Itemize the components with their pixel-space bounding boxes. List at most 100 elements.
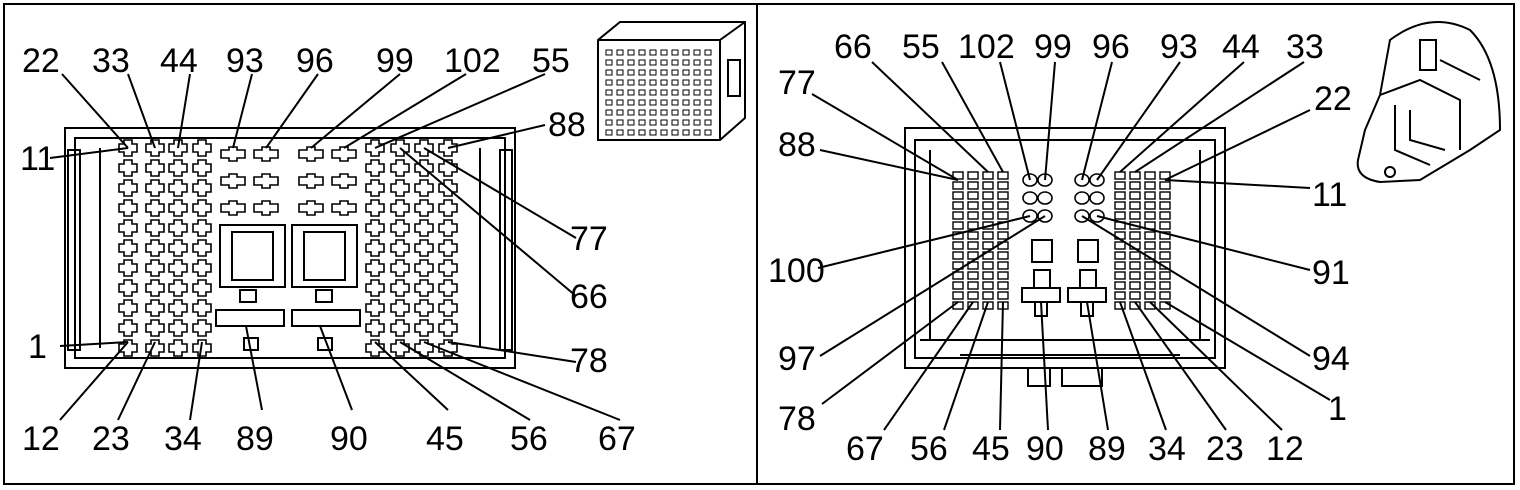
pin-cavity <box>1114 271 1126 280</box>
right-connector-thumbnail <box>1356 21 1502 184</box>
leader-line <box>1040 301 1049 431</box>
leader-line <box>117 341 156 421</box>
thumbnail-cavity <box>627 59 635 66</box>
left-right-label: 78 <box>570 342 608 380</box>
pin-cavity <box>997 231 1009 240</box>
pin-cavity <box>1159 271 1171 280</box>
pin-cavity <box>982 271 994 280</box>
leader-line <box>1149 301 1283 431</box>
pin-cavity <box>952 241 964 250</box>
thumbnail-cavity <box>627 69 635 76</box>
pin-cavity <box>1144 291 1156 300</box>
pin-cavity <box>982 211 994 220</box>
thumbnail-cavity <box>671 59 679 66</box>
thumbnail-cavity <box>638 99 646 106</box>
pin-cavity <box>1159 281 1171 290</box>
thumbnail-cavity <box>682 59 690 66</box>
pin-cavity <box>952 251 964 260</box>
leader-line <box>999 301 1004 431</box>
pin-cavity <box>1144 211 1156 220</box>
pin-cavity <box>220 146 246 162</box>
right-left-label: 100 <box>768 252 825 290</box>
leader-line <box>1096 215 1311 271</box>
leader-line <box>1081 215 1311 357</box>
thumbnail-cavity <box>649 89 657 96</box>
pin-cavity <box>1129 271 1141 280</box>
pin-cavity <box>365 279 385 297</box>
thumbnail-cavity <box>649 109 657 116</box>
pin-cavity <box>192 319 212 337</box>
right-bottom-label: 67 <box>846 430 884 468</box>
pin-cavity <box>192 179 212 197</box>
right-left-label: 88 <box>778 126 816 164</box>
pin-cavity <box>997 201 1009 210</box>
right-bottom-label: 90 <box>1026 430 1064 468</box>
pin-cavity <box>952 211 964 220</box>
pin-cavity <box>365 299 385 317</box>
pin-cavity <box>331 200 357 216</box>
thumbnail-cavity <box>660 89 668 96</box>
right-top-label: 44 <box>1222 28 1260 66</box>
thumbnail-cavity <box>638 109 646 116</box>
pin-cavity <box>192 199 212 217</box>
thumbnail-cavity <box>693 59 701 66</box>
thumbnail-cavity <box>660 119 668 126</box>
leader-line <box>399 341 531 421</box>
thumbnail-cavity <box>605 69 613 76</box>
thumbnail-cavity <box>671 129 679 136</box>
leader-line <box>821 301 959 405</box>
pin-cavity <box>982 231 994 240</box>
pin-cavity <box>997 291 1009 300</box>
pin-cavity <box>967 211 979 220</box>
pin-cavity <box>1114 191 1126 200</box>
left-bottom-label: 45 <box>426 420 464 458</box>
pin-cavity <box>414 279 434 297</box>
pin-cavity <box>1129 261 1141 270</box>
thumbnail-cavity <box>605 99 613 106</box>
pin-cavity <box>1129 251 1141 260</box>
leader-line <box>49 147 129 159</box>
pin-cavity <box>118 279 138 297</box>
pin-cavity <box>168 239 188 257</box>
right-bottom-label: 23 <box>1206 430 1244 468</box>
pin-cavity <box>997 281 1009 290</box>
pin-cavity <box>365 259 385 277</box>
pin-cavity <box>982 241 994 250</box>
right-bottom-label: 56 <box>910 430 948 468</box>
pin-cavity <box>967 201 979 210</box>
thumbnail-cavity <box>660 109 668 116</box>
left-bottom-label: 90 <box>330 420 368 458</box>
thumbnail-cavity <box>627 119 635 126</box>
pin-cavity <box>118 339 138 357</box>
pin-cavity <box>1129 231 1141 240</box>
pin-cavity <box>952 281 964 290</box>
pin-cavity <box>118 319 138 337</box>
pin-cavity <box>1114 281 1126 290</box>
thumbnail-cavity <box>638 89 646 96</box>
thumbnail-cavity <box>616 129 624 136</box>
pin-cavity <box>390 319 410 337</box>
pin-cavity <box>298 200 324 216</box>
leader-line <box>374 73 546 149</box>
thumbnail-cavity <box>693 99 701 106</box>
pin-cavity <box>331 146 357 162</box>
pin-cavity <box>168 199 188 217</box>
leader-line <box>127 73 156 149</box>
pin-cavity <box>967 251 979 260</box>
left-right-label: 77 <box>570 220 608 258</box>
thumbnail-cavity <box>627 109 635 116</box>
pin-cavity <box>952 221 964 230</box>
leader-line <box>871 61 989 173</box>
pin-cavity <box>168 279 188 297</box>
pin-cavity <box>438 239 458 257</box>
pin-cavity <box>168 179 188 197</box>
pin-cavity <box>145 219 165 237</box>
left-left-label: 11 <box>20 140 55 178</box>
leader-line <box>1119 301 1167 431</box>
right-bottom-label: 34 <box>1148 430 1186 468</box>
pin-cavity <box>1144 191 1156 200</box>
pin-cavity <box>1159 261 1171 270</box>
right-top-label: 102 <box>958 28 1015 66</box>
pin-cavity <box>390 299 410 317</box>
pin-cavity <box>145 279 165 297</box>
